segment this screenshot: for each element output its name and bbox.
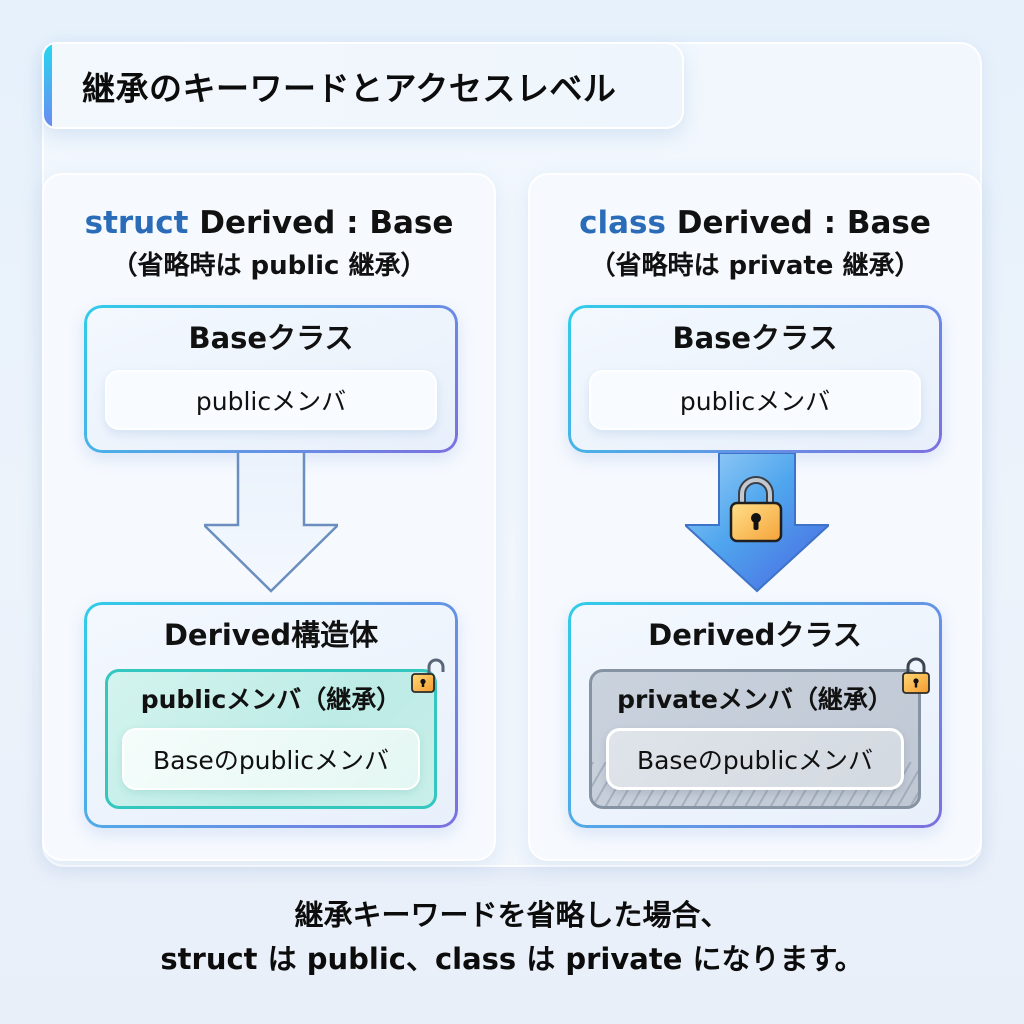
class-keyword: class xyxy=(579,205,666,241)
base-public-member-inherited: Baseのpublicメンバ xyxy=(122,728,420,790)
title-bar: 継承のキーワードとアクセスレベル xyxy=(42,42,684,129)
struct-derived-box: Derived構造体 publicメンバ（継承） Baseのpublicメンバ xyxy=(84,602,458,828)
locked-padlock-icon xyxy=(729,476,783,543)
unlocked-padlock-icon xyxy=(411,658,445,693)
title-accent-stripe xyxy=(44,44,52,127)
class-heading: class Derived : Base xyxy=(530,203,980,243)
struct-base-class-box: Baseクラス publicメンバ xyxy=(84,305,458,453)
base-class-title: Baseクラス xyxy=(188,321,354,355)
class-base-class-box: Baseクラス publicメンバ xyxy=(568,305,942,453)
footer-note: 継承キーワードを省略した場合、 struct は public、class は … xyxy=(0,893,1024,981)
base-public-member-as-private: Baseのpublicメンバ xyxy=(606,728,904,790)
page-title: 継承のキーワードとアクセスレベル xyxy=(82,68,617,108)
derived-struct-title: Derived構造体 xyxy=(163,618,379,652)
struct-subheading: （省略時は public 継承） xyxy=(111,251,427,281)
inherited-public-title: publicメンバ（継承） xyxy=(140,685,402,714)
locked-padlock-small-icon xyxy=(902,657,930,694)
class-heading-rest: Derived : Base xyxy=(665,205,931,241)
base-class-title: Baseクラス xyxy=(672,321,838,355)
class-column: class Derived : Base （省略時は private 継承） B… xyxy=(528,173,982,861)
footer-line-2: struct は public、class は private になります。 xyxy=(160,942,864,976)
struct-heading-rest: Derived : Base xyxy=(188,205,454,241)
base-public-member: publicメンバ xyxy=(105,370,437,430)
footer-line-1: 継承キーワードを省略した場合、 xyxy=(294,898,730,932)
inherited-private-title: privateメンバ（継承） xyxy=(617,685,893,714)
inherited-public-member-group: publicメンバ（継承） Baseのpublicメンバ xyxy=(105,669,437,809)
struct-heading: struct Derived : Base xyxy=(44,203,494,243)
class-subheading: （省略時は private 継承） xyxy=(589,251,921,281)
struct-keyword: struct xyxy=(84,205,189,241)
derived-class-title: Derivedクラス xyxy=(648,618,862,652)
class-derived-box: Derivedクラス privateメンバ（継承） Baseのpublicメンバ xyxy=(568,602,942,828)
inherited-private-member-group: privateメンバ（継承） Baseのpublicメンバ xyxy=(589,669,921,809)
base-public-member: publicメンバ xyxy=(589,370,921,430)
struct-column: struct Derived : Base （省略時は public 継承） B… xyxy=(42,173,496,861)
hollow-down-arrow-icon xyxy=(204,453,338,593)
